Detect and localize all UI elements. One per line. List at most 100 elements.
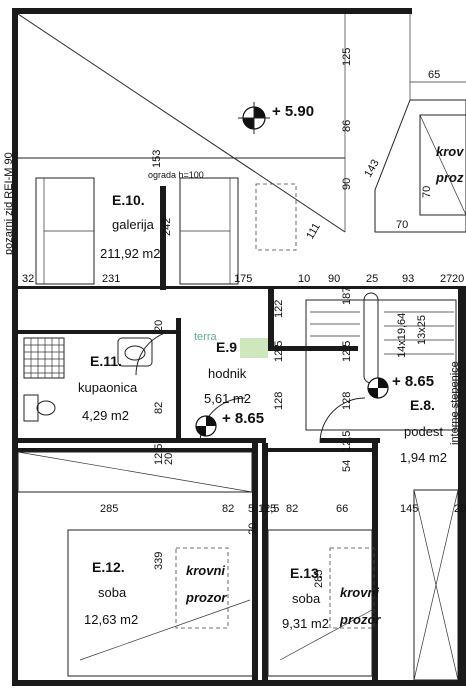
elevation-marker-roof (238, 102, 270, 134)
roof-window-label-12a: krovni (186, 563, 225, 578)
room-area-kupaonica: 4,29 m2 (82, 408, 129, 423)
elevation-stair: + 8.65 (392, 373, 434, 390)
gallery-south-line (12, 286, 466, 289)
dim-153: 153 (151, 150, 163, 168)
elevation-hall: + 8.65 (222, 410, 264, 427)
stair-rail (363, 292, 379, 384)
room-divider-wall-b (262, 443, 268, 680)
room13-north-wall (262, 448, 372, 452)
dim-27: 27 (440, 273, 452, 285)
room-name-soba12: soba (98, 585, 127, 600)
dim-70: 70 (396, 219, 408, 231)
dim-20c: 20 (163, 453, 175, 465)
dim-231: 231 (102, 273, 120, 285)
dim-25: 25 (366, 273, 378, 285)
dim-86: 86 (341, 120, 353, 132)
roof-window-room12 (175, 547, 229, 629)
elevation-roof: + 5.90 (272, 103, 314, 120)
room-name-kupaonica: kupaonica (78, 380, 138, 395)
west-wall (12, 8, 18, 686)
hall-south-wall-right (320, 438, 380, 443)
dim-111: 111 (304, 221, 323, 241)
room-code-galerija: E.10. (112, 192, 145, 208)
dim-339: 339 (153, 552, 165, 570)
room13-east-wall (372, 440, 378, 680)
dim-82b: 82 (222, 503, 234, 515)
dim-12-5-c: 12,5 (341, 341, 353, 362)
railing-label: ograda h=100 (148, 170, 204, 180)
dim-90: 90 (341, 178, 353, 190)
fire-wall-label: pozarni zid REI-M 90 (3, 152, 15, 255)
dim-82a: 82 (153, 402, 165, 414)
dim-5: 5 (248, 503, 254, 515)
room-name-podest: podest (404, 424, 443, 439)
dim-20b: 20 (153, 320, 165, 332)
dim-5b: 5 (270, 503, 276, 515)
dim-32: 32 (22, 273, 34, 285)
elevation-marker-stair (367, 377, 389, 399)
dim-242: 242 (161, 218, 173, 236)
dim-10: 10 (298, 273, 310, 285)
dim-285b: 285 (313, 570, 325, 588)
dim-20a: 20 (452, 273, 464, 285)
hall-south-wall-left (176, 438, 266, 443)
roof-window-top-label-b: proz (435, 170, 464, 185)
east-wall (458, 286, 466, 686)
roof-window-room13 (329, 547, 375, 629)
dim-66: 66 (336, 503, 348, 515)
dim-125: 125 (341, 48, 353, 66)
washbasin (117, 337, 153, 367)
dim-145: 145 (400, 503, 418, 515)
dim-12-5-e: 12,5 (341, 431, 353, 452)
dim-20e: 20 (247, 523, 259, 535)
room-area-podest: 1,94 m2 (400, 450, 447, 465)
roof-window-gallery (255, 183, 297, 251)
bathroom-south-wall (12, 438, 181, 443)
room-divider-wall-a (252, 443, 258, 680)
room-area-soba12: 12,63 m2 (84, 612, 138, 627)
room-code-soba13: E.13. (290, 565, 323, 581)
roof-window-label-13b: prozor (339, 612, 381, 627)
dim-12-5-d: 12,5 (153, 444, 165, 465)
hall-stair-wall (268, 346, 358, 351)
dim-285a: 285 (100, 503, 118, 515)
dim-143: 143 (362, 158, 382, 180)
room-code-podest: E.8. (410, 397, 435, 413)
dim-70-vertical: 70 (421, 186, 433, 198)
door-swing-room13 (279, 609, 373, 661)
room-area-hodnik: 5,61 m2 (204, 391, 251, 406)
stair-roof-outline (374, 99, 466, 233)
dim-122: 122 (273, 300, 285, 318)
bathroom-north-wall (12, 330, 180, 334)
room-code-kupaonica: E.11. (90, 353, 122, 369)
dim-128b: 128 (341, 392, 353, 410)
stairs-title: interne stepenice (449, 361, 461, 445)
dim-187: 187 (341, 287, 353, 305)
room-code-hodnik: E.9 (216, 339, 237, 355)
dim-54: 54 (341, 460, 353, 472)
roof-window-label-12b: prozor (185, 590, 227, 605)
room-area-galerija: 211,92 m2 (100, 246, 160, 261)
door-swing-room12 (79, 599, 251, 661)
railing-wall (160, 186, 166, 290)
dim-93: 93 (402, 273, 414, 285)
door-swing-right (319, 397, 366, 444)
toilet-bowl (36, 400, 56, 416)
watermark-logo (240, 338, 268, 358)
hall-wall-upper (268, 286, 274, 346)
dim-175: 175 (234, 273, 252, 285)
watermark-text: terra (194, 331, 218, 343)
dim-12-5-f: 12,5 (258, 503, 279, 515)
washbasin-bowl (124, 345, 146, 361)
door-swing-bath (135, 329, 182, 376)
room-name-hodnik: hodnik (208, 366, 247, 381)
toilet-tank (23, 394, 39, 422)
roof-window-top-label-a: krov (436, 144, 464, 159)
room12-north-wall (12, 448, 256, 452)
dim-12-5-b: 12,5 (273, 341, 285, 362)
room-name-galerija: galerija (112, 217, 155, 232)
shower-grid (24, 338, 64, 378)
stairs-run: 13x25 (416, 315, 428, 345)
room-area-soba13: 9,31 m2 (282, 616, 329, 631)
roof-window-label-13a: krovni (340, 585, 379, 600)
